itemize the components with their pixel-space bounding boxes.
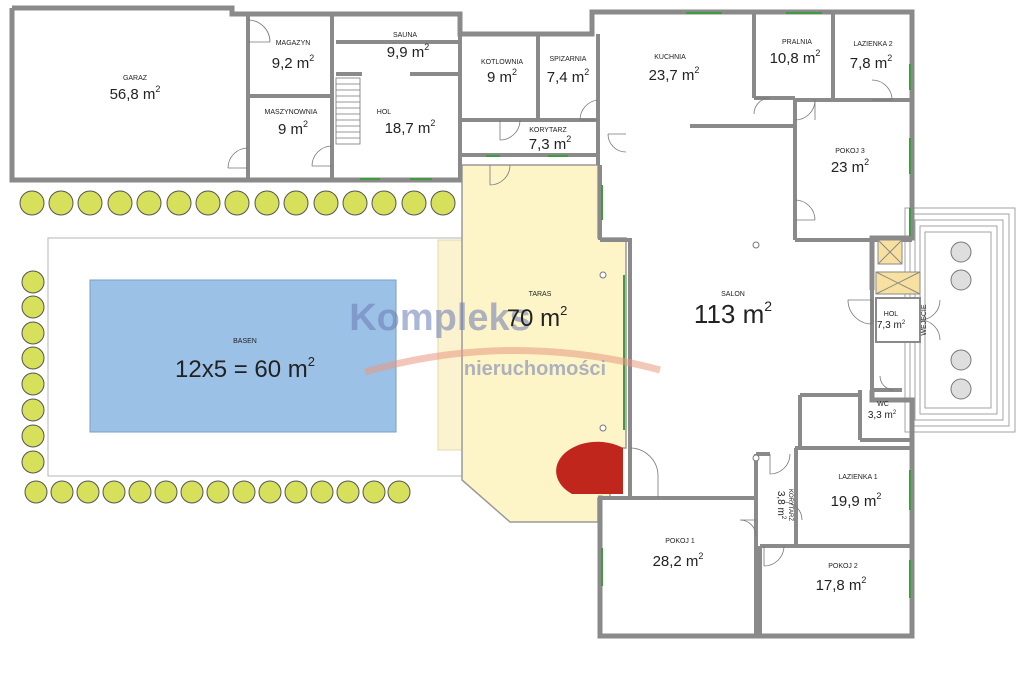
room-taras: TARAS 70 m2 — [507, 291, 568, 332]
shaft-2 — [875, 271, 921, 295]
entrance-column-1 — [950, 241, 972, 263]
room-area: 56,8 m2 — [110, 84, 161, 103]
room-lazienka-1: LAZIENKA 1 19,9 m2 — [831, 474, 882, 510]
room-name: PRALNIA — [782, 39, 812, 46]
room-sauna: SAUNA 9,9 m2 — [387, 32, 430, 61]
room-area: 9,9 m2 — [387, 42, 430, 61]
entrance-column-3 — [950, 349, 972, 371]
door-swings — [227, 19, 941, 567]
entrance-column-4 — [950, 378, 972, 400]
room-area: 9,2 m2 — [272, 53, 315, 72]
room-name: HOL — [377, 109, 392, 116]
room-area: 10,8 m2 — [770, 48, 821, 67]
room-name: HOL — [884, 311, 899, 318]
room-area: 3,3 m2 — [868, 410, 897, 421]
room-area: 7,3 m2 — [529, 134, 572, 153]
entrance-column-2 — [950, 269, 972, 291]
terrace-step — [437, 239, 465, 451]
watermark: Kompleks nieruchomości — [349, 297, 661, 380]
room-name: POKOJ 1 — [665, 538, 695, 545]
shaft-1 — [877, 239, 903, 265]
room-name: SALON — [721, 291, 745, 298]
room-area: 7,4 m2 — [547, 67, 590, 86]
room-area: 9 m2 — [487, 67, 517, 86]
room-name: POKOJ 2 — [828, 563, 858, 570]
room-area: 113 m2 — [694, 298, 772, 329]
room-area: 70 m2 — [507, 303, 568, 332]
room-area: 3,8 m2 — [775, 491, 786, 520]
room-spizarnia: SPIZARNIA 7,4 m2 — [547, 56, 590, 86]
room-hol-2: HOL 7,3 m2 — [877, 311, 906, 331]
room-korytarz-2: KORYTARZ 3,8 m2 — [775, 489, 793, 521]
pool-name: BASEN — [233, 338, 257, 345]
room-area: 17,8 m2 — [816, 575, 867, 594]
room-kuchnia: KUCHNIA 23,7 m2 — [649, 54, 700, 84]
room-area: 7,3 m2 — [877, 320, 906, 331]
room-wc: WC 3,3 m2 — [868, 401, 897, 421]
column-1 — [599, 271, 607, 279]
bush-row-left — [21, 270, 45, 474]
room-name: KORYTARZ — [529, 127, 567, 134]
room-name: TARAS — [529, 291, 552, 298]
watermark-arc — [364, 347, 661, 376]
watermark-brand: Kompleks — [349, 297, 531, 339]
room-name: LAZIENKA 2 — [853, 41, 892, 48]
room-pokoj-1: POKOJ 1 28,2 m2 — [653, 538, 704, 570]
room-name: WC — [877, 401, 889, 408]
entrance-hall-box — [875, 297, 921, 343]
room-lazienka-2: LAZIENKA 2 7,8 m2 — [850, 41, 893, 72]
room-name: LAZIENKA 1 — [838, 474, 877, 481]
room-korytarz-1: KORYTARZ 7,3 m2 — [529, 127, 572, 153]
room-name: POKOJ 3 — [835, 148, 865, 155]
room-name: MASZYNOWNIA — [265, 109, 318, 116]
room-kotlownia: KOTLOWNIA 9 m2 — [481, 59, 523, 86]
room-magazyn: MAGAZYN 9,2 m2 — [272, 40, 315, 72]
room-name: MAGAZYN — [276, 40, 311, 47]
room-pralnia: PRALNIA 10,8 m2 — [770, 39, 821, 67]
north-wing-walls — [9, 5, 754, 183]
salon-column-2 — [752, 454, 760, 462]
stairs — [335, 77, 361, 145]
pool-water — [89, 279, 397, 433]
room-area: 9 m2 — [278, 119, 308, 138]
room-salon: SALON 113 m2 — [694, 291, 772, 329]
room-pokoj-3: POKOJ 3 23 m2 — [831, 148, 869, 176]
watermark-sub: nieruchomości — [464, 358, 606, 380]
pool-label: BASEN 12x5 = 60 m2 — [175, 338, 315, 383]
terrace-red-arc — [556, 441, 623, 494]
pool-area: 12x5 = 60 m2 — [175, 354, 315, 383]
room-area: 23,7 m2 — [649, 65, 700, 84]
column-2 — [599, 424, 607, 432]
room-name: KORYTARZ — [787, 489, 793, 521]
room-name: KOTLOWNIA — [481, 59, 523, 66]
room-area: 23 m2 — [831, 157, 869, 176]
windows — [360, 12, 911, 598]
room-pokoj-2: POKOJ 2 17,8 m2 — [816, 563, 867, 594]
room-area: 7,8 m2 — [850, 53, 893, 72]
room-garaz: GARAZ 56,8 m2 — [110, 75, 161, 103]
room-area: 28,2 m2 — [653, 551, 704, 570]
room-area: 18,7 m2 — [385, 118, 436, 137]
salon-column-1 — [752, 241, 760, 249]
room-name: KUCHNIA — [654, 54, 686, 61]
room-name: SAUNA — [393, 32, 417, 39]
room-maszynownia: MASZYNOWNIA 9 m2 — [265, 109, 318, 138]
room-area: 19,9 m2 — [831, 491, 882, 510]
bush-row-bottom — [24, 480, 411, 504]
room-hol-1: HOL 18,7 m2 — [377, 109, 436, 137]
room-name: SPIZARNIA — [550, 56, 587, 63]
room-wejscie-label: WEJSCIE — [921, 304, 928, 335]
room-name: GARAZ — [123, 75, 148, 82]
bush-row-top — [19, 190, 456, 216]
